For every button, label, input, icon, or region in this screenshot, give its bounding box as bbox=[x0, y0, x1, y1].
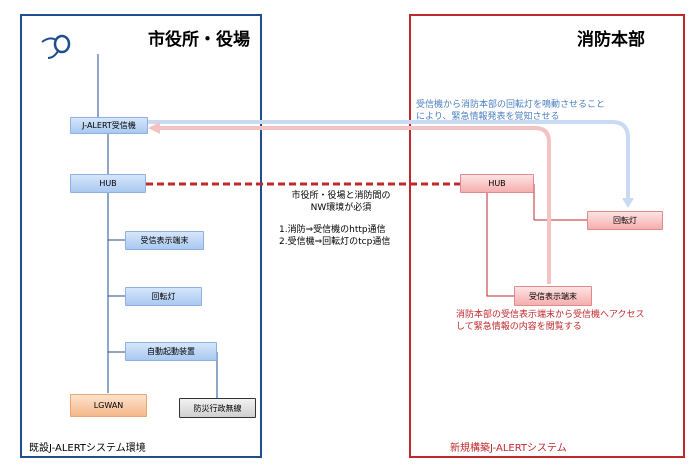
red-annotation-line1: 消防本部の受信表示端末から受信機へアクセス bbox=[456, 310, 645, 320]
jalert-receiver-box: J-ALERT受信機 bbox=[70, 117, 148, 134]
blue-annotation-line1: 受信機から消防本部の回転灯を鳴動させること bbox=[416, 100, 606, 110]
city-hub-box: HUB bbox=[70, 174, 146, 193]
disaster-radio-box: 防災行政無線 bbox=[179, 398, 256, 418]
red-arrow-path bbox=[158, 126, 551, 284]
network-note: 市役所・役場と消防間の NW環境が必須 bbox=[281, 190, 401, 214]
fire-hub-box: HUB bbox=[460, 174, 534, 193]
network-note-line2: NW環境が必須 bbox=[310, 203, 372, 213]
fire-rotating-light-box: 回転灯 bbox=[587, 211, 663, 230]
fire-dept-footer: 新規構築J-ALERTシステム bbox=[450, 443, 567, 454]
lgwan-box: LGWAN bbox=[70, 394, 147, 417]
blue-annotation: 受信機から消防本部の回転灯を鳴動させること により、緊急情報発表を覚知させる bbox=[416, 99, 605, 123]
red-arrow-head bbox=[148, 122, 160, 134]
red-annotation-line2: して緊急情報の内容を閲覧する bbox=[456, 322, 582, 332]
blue-arrow-head bbox=[622, 198, 634, 208]
j-alert-logo-icon bbox=[41, 34, 71, 59]
network-note-line1: 市役所・役場と消防間の bbox=[291, 191, 391, 201]
blue-arrow-path bbox=[148, 120, 630, 202]
protocol-note: 1.消防⇒受信機のhttp通信 2.受信機⇒回転灯のtcp通信 bbox=[279, 224, 390, 248]
fire-display-terminal-box: 受信表示端末 bbox=[514, 286, 592, 306]
protocol-note-line2: 2.受信機⇒回転灯のtcp通信 bbox=[279, 237, 391, 247]
city-display-terminal-box: 受信表示端末 bbox=[125, 231, 204, 250]
fire-dept-panel bbox=[409, 14, 685, 458]
red-annotation: 消防本部の受信表示端末から受信機へアクセス して緊急情報の内容を閲覧する bbox=[456, 309, 645, 333]
city-office-footer: 既設J-ALERTシステム環境 bbox=[29, 443, 146, 454]
city-office-title: 市役所・役場 bbox=[148, 30, 250, 50]
city-office-panel bbox=[20, 14, 262, 458]
fire-dept-title: 消防本部 bbox=[577, 30, 645, 50]
protocol-note-line1: 1.消防⇒受信機のhttp通信 bbox=[279, 225, 386, 235]
city-rotating-light-box: 回転灯 bbox=[125, 287, 202, 306]
right-hub-to-display-line bbox=[486, 193, 514, 297]
blue-annotation-line2: により、緊急情報発表を覚知させる bbox=[416, 112, 560, 122]
auto-start-device-box: 自動起動装置 bbox=[125, 342, 217, 361]
